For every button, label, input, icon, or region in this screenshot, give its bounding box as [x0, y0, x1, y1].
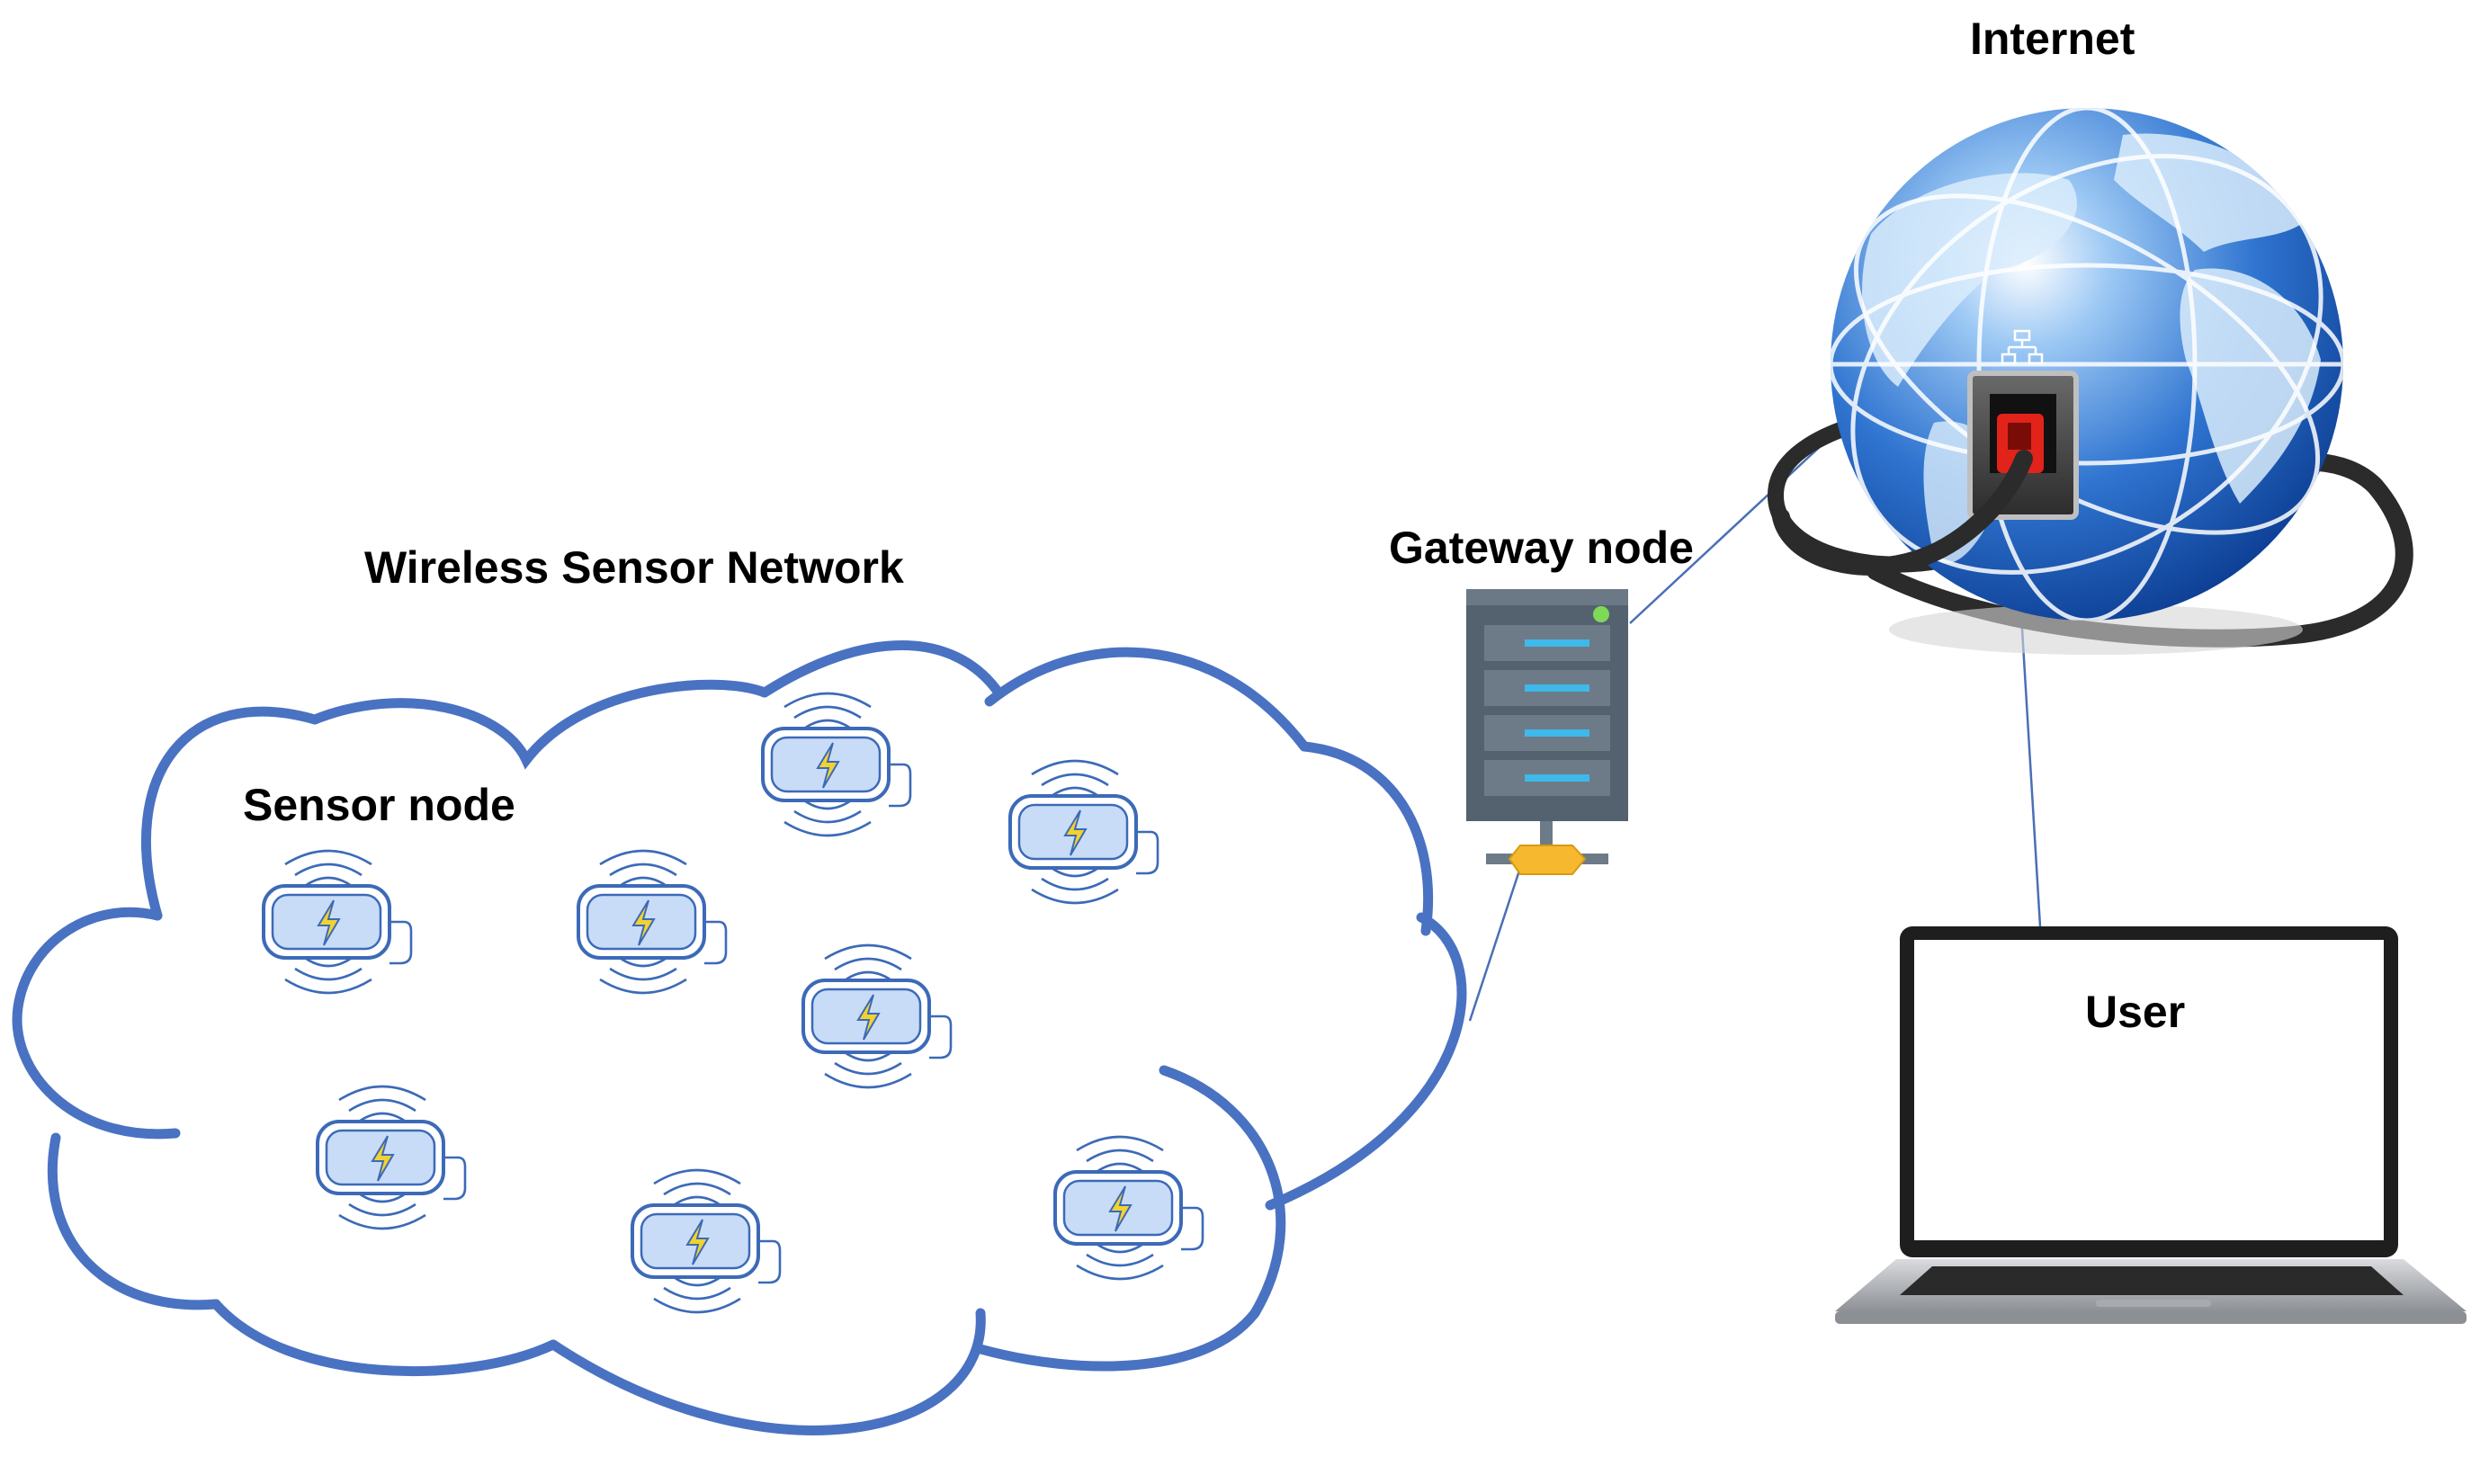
- sensor-node-icon: [577, 849, 728, 995]
- user-label: User: [2085, 987, 2186, 1037]
- sensor-node-icon: [761, 692, 912, 837]
- sensor-node-icon: [631, 1168, 782, 1314]
- server-icon: [1466, 589, 1628, 875]
- sensor-node-icon: [316, 1085, 467, 1230]
- internet-label: Internet: [1970, 13, 2135, 64]
- wsn-cloud: [12, 640, 1467, 1435]
- sensor-node-icon: [1008, 759, 1159, 905]
- laptop-icon: [1835, 926, 2467, 1324]
- sensor-node-icon: [1053, 1135, 1204, 1281]
- globe-icon: [1768, 108, 2413, 655]
- sensor-node-icon: [801, 943, 953, 1089]
- wireless-sensor-network-label: Wireless Sensor Network: [364, 542, 904, 593]
- link-gateway-internet: [1629, 419, 1849, 624]
- link-cloud-gateway: [1468, 867, 1522, 1022]
- sensor-node-label: Sensor node: [243, 780, 515, 830]
- sensor-node-icon: [262, 849, 413, 995]
- gateway-node-label: Gateway node: [1389, 523, 1694, 573]
